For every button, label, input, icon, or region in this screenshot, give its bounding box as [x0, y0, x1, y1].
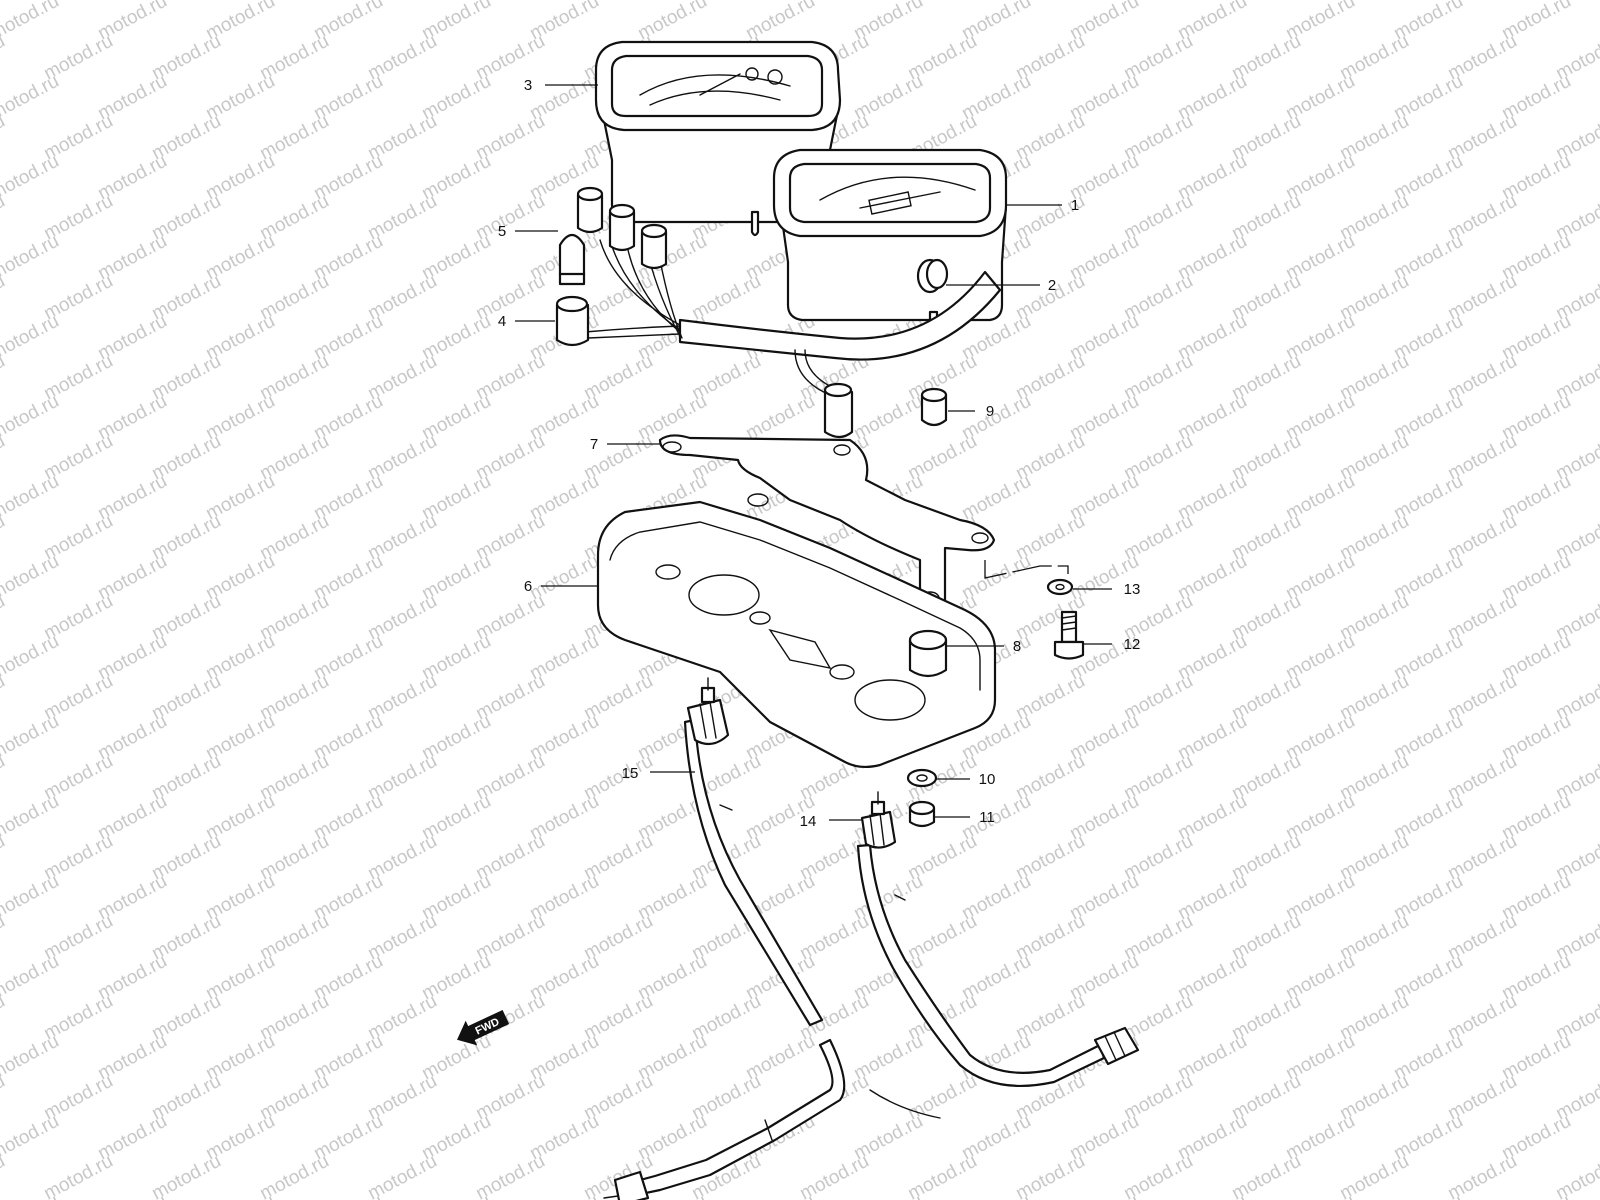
- watermark-text: motod.ru: [0, 71, 63, 125]
- watermark-text: motod.ru: [850, 1191, 926, 1200]
- callout-2: 2: [1048, 277, 1056, 294]
- nut: [908, 800, 936, 828]
- watermark-text: motod.ru: [1498, 1191, 1574, 1200]
- watermark-text: motod.ru: [202, 1191, 278, 1200]
- wiring-harness: [584, 239, 1002, 439]
- meter-case: [596, 500, 997, 769]
- watermark-text: motod.ru: [0, 391, 63, 445]
- watermark-text: motod.ru: [0, 311, 63, 365]
- callout-5: 5: [498, 223, 506, 240]
- assembly-link: [984, 560, 1069, 579]
- cushion: [908, 629, 948, 678]
- callout-14: 14: [800, 813, 817, 830]
- watermark-text: motod.ru: [1174, 1191, 1250, 1200]
- callout-1: 1: [1071, 197, 1079, 214]
- callout-15: 15: [622, 765, 639, 782]
- watermark-text: motod.ru: [0, 1111, 63, 1165]
- watermark-text: motod.ru: [94, 1191, 170, 1200]
- callout-11: 11: [979, 809, 995, 826]
- watermark-text: motod.ru: [0, 791, 63, 845]
- watermark-text: motod.ru: [0, 711, 63, 765]
- tachometer-cable: [603, 677, 846, 1200]
- callout-12: 12: [1124, 636, 1141, 653]
- watermark-text: motod.ru: [1282, 1191, 1358, 1200]
- callout-9: 9: [986, 403, 994, 420]
- watermark-text: motod.ru: [526, 1191, 602, 1200]
- watermark-text: motod.ru: [0, 0, 9, 4]
- forward-direction-badge: FWD: [457, 1009, 510, 1046]
- watermark-text: motod.ru: [0, 471, 63, 525]
- spacer: [920, 387, 948, 427]
- watermark-text: motod.ru: [1066, 1191, 1142, 1200]
- watermark-text: motod.ru: [0, 231, 63, 285]
- callouts: 3 1 2 5 4 9 7 6 8 13 12 10 11 14 15: [498, 77, 1141, 830]
- watermark-text: motod.ru: [0, 1191, 63, 1200]
- washer-upper: [1046, 578, 1074, 596]
- watermark-text: motod.ru: [0, 631, 63, 685]
- callout-4: 4: [498, 313, 506, 330]
- bulb-sockets: [576, 186, 668, 270]
- watermark-text: motod.ru: [0, 0, 63, 44]
- bulb: [558, 233, 586, 286]
- callout-7: 7: [590, 436, 598, 453]
- watermark-text: motod.ru: [958, 1191, 1034, 1200]
- speedometer: [772, 148, 1008, 338]
- callout-10: 10: [979, 771, 996, 788]
- watermark-text: motod.ru: [0, 871, 63, 925]
- bulb-socket: [555, 295, 590, 347]
- watermark-text: motod.ru: [310, 1191, 386, 1200]
- callout-6: 6: [524, 578, 532, 595]
- watermark-text: motod.ru: [0, 551, 63, 605]
- reset-knob: [916, 258, 949, 294]
- watermark-text: motod.ru: [0, 951, 63, 1005]
- callout-3: 3: [524, 77, 532, 94]
- watermark-text: motod.ru: [742, 1191, 818, 1200]
- bolt: [1053, 610, 1085, 660]
- speedometer-cable: [856, 791, 1140, 1119]
- callout-8: 8: [1013, 638, 1021, 655]
- watermark-text: motod.ru: [1390, 1191, 1466, 1200]
- washer-lower: [906, 768, 938, 788]
- watermark-text: motod.ru: [0, 151, 63, 205]
- watermark-text: motod.ru: [418, 1191, 494, 1200]
- watermark-text: motod.ru: [0, 1031, 63, 1085]
- callout-13: 13: [1124, 581, 1141, 598]
